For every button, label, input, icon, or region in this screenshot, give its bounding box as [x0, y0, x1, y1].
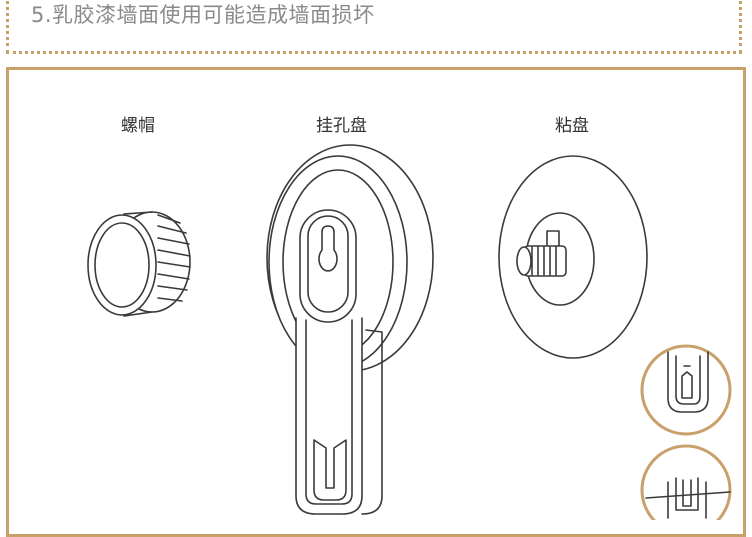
- label-hook-plate: 挂孔盘: [316, 116, 367, 136]
- nut-drawing: [87, 211, 191, 317]
- suction-pad-disc: [498, 155, 648, 359]
- suction-pad-stud: [516, 230, 567, 277]
- hook-plate-arm-side: [361, 329, 383, 515]
- hook-clip: [313, 439, 347, 501]
- note-box: 5.乳胶漆墙面使用可能造成墙面损坏: [6, 0, 742, 54]
- detail-callout-2: [640, 444, 732, 520]
- key-slot-boss-inner: [307, 215, 349, 313]
- suction-pad-drawing: [498, 155, 648, 359]
- detail-callout-1: [640, 344, 732, 436]
- key-slot: [318, 225, 338, 272]
- nut-face-rim: [94, 222, 150, 308]
- label-nut: 螺帽: [121, 116, 155, 136]
- hook-plate-arm-inner: [305, 319, 353, 505]
- hook-plate-drawing: [266, 144, 434, 515]
- nut-knurled-body: [113, 211, 191, 317]
- key-slot-boss: [299, 209, 357, 323]
- parts-diagram: [87, 144, 732, 520]
- label-suction-pad: 粘盘: [555, 116, 589, 136]
- nut-face: [87, 214, 157, 316]
- note-text: 5.乳胶漆墙面使用可能造成墙面损坏: [31, 3, 375, 27]
